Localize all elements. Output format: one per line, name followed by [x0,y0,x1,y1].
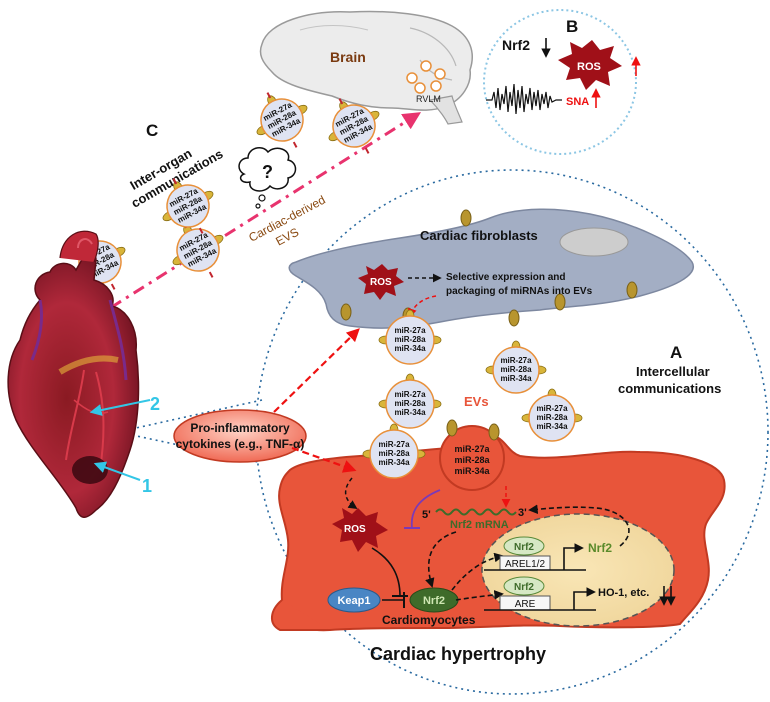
heart-label-1: 1 [142,476,152,496]
question-mark: ? [262,162,273,182]
nrf2-gene-label: Nrf2 [588,541,612,555]
selective-line-1: Selective expression and [446,272,566,283]
nuclear-nrf2-2 [503,576,545,596]
panel-a-title-2: communications [618,381,721,396]
nrf2-feedback-arrow [528,504,630,547]
keap1-protein [327,587,381,613]
arel-label: AREL1/2 [505,559,545,570]
evs-label: EVs [464,394,489,409]
budding-vesicle-mirna-label: miR-28a [454,455,490,465]
sna-trace [486,83,562,115]
mrna-to-nrf2-arrow [425,531,457,588]
vesicle-mirna-label: miR-34a [394,344,426,353]
panel-c-letter: C [146,121,158,140]
ho1-label: HO-1, etc. [598,587,649,599]
nrf2-to-are-arrow [455,590,504,601]
question-cloud [238,147,297,192]
heart-pointer-1 [93,461,141,481]
cyto-ros-label: ROS [344,524,366,535]
nuclear-nrf2-1-label: Nrf2 [514,542,534,553]
heart [7,230,140,518]
vesicle-mirna-label: miR-27a [378,440,410,449]
fibroblast-nucleus [559,227,629,257]
vesicle-mirna-label: miR-27a [394,326,426,335]
vesicle-mirna-label: miR-28a [394,335,426,344]
panel-b-outline [483,9,637,155]
vesicle-mirna-label: miR-34a [394,408,426,417]
mrna-5prime: 5' [422,509,431,521]
rvlm-label: RVLM [416,94,441,104]
cyto-arrow-to-ros [344,477,358,509]
fibroblast-ros-starburst [358,264,404,300]
nuclear-nrf2-2-label: Nrf2 [514,582,534,593]
vesicle-mirna-label: miR-28a [378,449,410,458]
brain-ros-label: ROS [577,61,601,73]
nrf2-to-arel-arrow [451,552,504,591]
cardiac-hypertrophy-title: Cardiac hypertrophy [370,644,546,664]
vesicle-mirna-label: miR-28a [394,399,426,408]
budding-vesicle-mirna-label: miR-27a [454,444,490,454]
cytokines-line-1: Pro-inflammatory [190,421,290,435]
nrf2-mrna-label: Nrf2 mRNA [450,519,509,531]
cardiomyocytes-label: Cardiomyocytes [382,613,476,627]
heart-label-2: 2 [150,394,160,414]
vesicle-mirna-label: miR-34a [536,422,568,431]
vesicle-mirna-label: miR-27a [500,356,532,365]
vesicle-mirna-label: miR-27a [394,390,426,399]
vesicle-mirna-label: miR-28a [536,413,568,422]
keap1-label: Keap1 [337,595,370,607]
vesicle-mirna-label: miR-28a [500,365,532,374]
panel-a-outline [255,169,769,695]
mirna-inhibition-line [410,489,441,529]
nuclear-nrf2-1 [503,536,545,556]
mrna-3prime: 3' [518,507,527,519]
vesicle-mirna-label: miR-34a [500,374,532,383]
cyto-ros-starburst [332,508,388,552]
heart-pointer-2 [89,399,151,416]
are-label: ARE [515,599,536,610]
fibroblast-ros-label: ROS [370,277,392,288]
nrf2-protein-label: Nrf2 [423,595,445,607]
nrf2-mrna-strand [435,508,517,516]
panel-b-letter: B [566,17,578,36]
brain-ros-starburst [558,40,622,90]
cytokines-line-2: cytokines (e.g., TNF-α) [176,437,305,451]
budding-vesicle-mirna-label: miR-34a [454,466,490,476]
ros-inhibition-line [371,547,401,597]
budding-vesicle [439,425,505,491]
brain-label: Brain [330,49,366,65]
panel-a-title-1: Intercellular [636,364,710,379]
heart-to-brain-arrow [87,112,422,324]
sna-label: SNA [566,96,589,108]
panel-a-letter: A [670,343,682,362]
fibroblast-title: Cardiac fibroblasts [420,228,538,243]
brain [259,10,473,125]
cytokines-oval [173,409,307,463]
cytokines-to-fibroblast-arrow [273,328,360,413]
panel-a-pointer [117,399,263,463]
selective-line-2: packaging of miRNAs into EVs [446,286,593,297]
vesicle-mirna-label: miR-27a [536,404,568,413]
vesicle-mirna-label: miR-34a [378,458,410,467]
brain-nrf2-label: Nrf2 [502,37,530,53]
